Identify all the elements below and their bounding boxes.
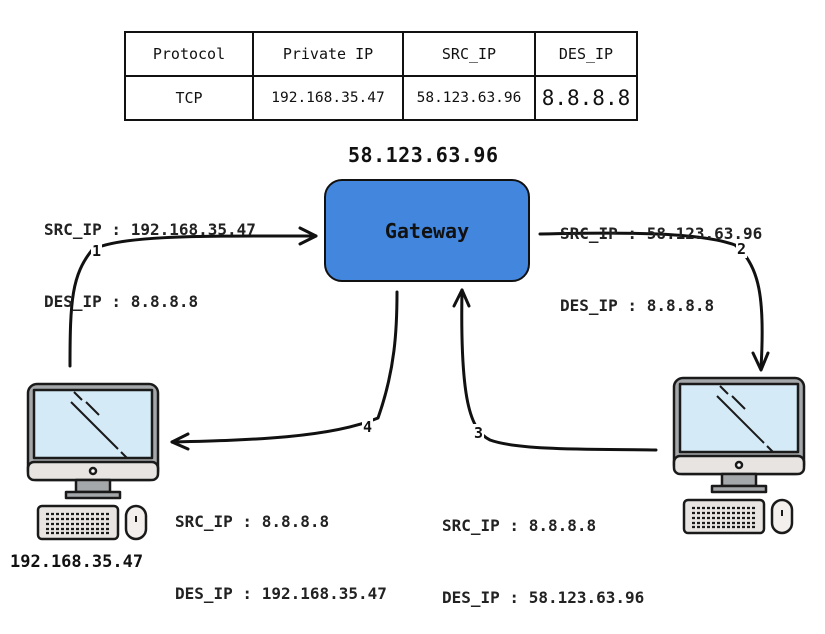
packet-4-des: DES_IP : 192.168.35.47 [175,584,387,603]
packet-2-src: SRC_IP : 58.123.63.96 [560,224,763,243]
gateway-label: Gateway [384,218,470,243]
cell-des-ip: 8.8.8.8 [534,75,638,121]
arrow-3-head [452,288,471,308]
header-protocol: Protocol [124,31,254,77]
left-pc-ip: 192.168.35.47 [10,552,144,572]
step-label-4: 4 [362,418,374,436]
header-private-ip: Private IP [252,31,404,77]
packet-3-src: SRC_IP : 8.8.8.8 [442,516,597,535]
nat-table: Protocol Private IP SRC_IP DES_IP TCP 19… [124,31,638,121]
packet-1-des: DES_IP : 8.8.8.8 [44,292,199,311]
header-src-ip: SRC_IP [402,31,536,77]
arrow-4-head [170,432,190,451]
step-label-3: 3 [473,424,485,442]
arrow-3 [460,288,658,452]
packet-3-headers: SRC_IP : 8.8.8.8 DES_IP : 58.123.63.96 [442,466,644,634]
step-label-2: 2 [736,240,748,258]
packet-2-des: DES_IP : 8.8.8.8 [560,296,715,315]
header-des-ip: DES_IP [534,31,638,77]
packet-3-des: DES_IP : 58.123.63.96 [442,588,645,607]
packet-4-headers: SRC_IP : 8.8.8.8 DES_IP : 192.168.35.47 [175,462,387,630]
arrow-1-head [298,226,318,246]
right-computer-icon [672,376,806,535]
packet-4-src: SRC_IP : 8.8.8.8 [175,512,330,531]
cell-private-ip: 192.168.35.47 [252,75,404,121]
gateway-public-ip: 58.123.63.96 [348,143,499,167]
nat-table-row: TCP 192.168.35.47 58.123.63.96 8.8.8.8 [124,75,638,121]
nat-table-header-row: Protocol Private IP SRC_IP DES_IP [124,31,638,77]
cell-protocol: TCP [124,75,254,121]
packet-1-headers: SRC_IP : 192.168.35.47 DES_IP : 8.8.8.8 [44,170,256,338]
left-computer-icon [26,382,160,541]
gateway-node: Gateway [324,179,530,282]
arrow-2 [538,231,764,370]
step-label-1: 1 [91,242,103,260]
arrow-2-head [751,351,770,372]
cell-src-ip: 58.123.63.96 [402,75,536,121]
packet-1-src: SRC_IP : 192.168.35.47 [44,220,256,239]
packet-2-headers: SRC_IP : 58.123.63.96 DES_IP : 8.8.8.8 [560,174,762,342]
